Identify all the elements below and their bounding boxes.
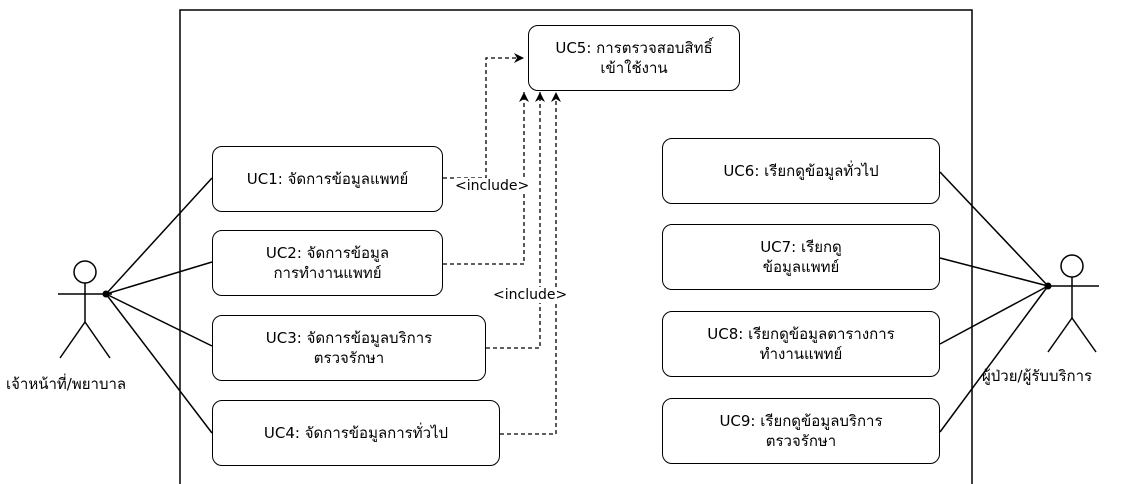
uc2-line-1: UC2: จัดการข้อมูล	[265, 244, 390, 262]
use-case-uc4[interactable]: UC4: จัดการข้อมูลการทั่วไป	[212, 400, 500, 466]
patient-actor-label: ผู้ป่วย/ผู้รับบริการ	[982, 367, 1093, 385]
use-case-uc1[interactable]: UC1: จัดการข้อมูลแพทย์	[212, 146, 443, 212]
include-edge-uc3	[486, 92, 545, 349]
use-case-uc9[interactable]: UC9: เรียกดูข้อมูลบริการตรวจรักษา	[662, 398, 940, 464]
patient-actor-figure	[1045, 254, 1099, 353]
uc5-line-1: UC5: การตรวจสอบสิทธิ์	[555, 39, 713, 57]
use-case-uc8[interactable]: UC8: เรียกดูข้อมูลตารางการทำงานแพทย์	[662, 311, 940, 377]
uc3-line-1: UC3: จัดการข้อมูลบริการ	[265, 329, 433, 347]
include-edge-uc4	[500, 92, 561, 435]
uc9-line-2: ตรวจรักษา	[765, 432, 837, 450]
include-label-1: <include>	[455, 178, 530, 194]
uc9-line-1: UC9: เรียกดูข้อมูลบริการ	[719, 412, 883, 430]
staff-actor-label: เจ้าหน้าที่/พยาบาล	[6, 375, 127, 393]
use-case-uc3[interactable]: UC3: จัดการข้อมูลบริการตรวจรักษา	[212, 315, 486, 381]
patient-associations	[939, 171, 1049, 433]
uc5-line-2: เข้าใช้งาน	[600, 59, 668, 77]
uc7-line-2: ข้อมูลแพทย์	[762, 258, 840, 276]
uc3-line-2: ตรวจรักษา	[313, 349, 385, 367]
patient-association-hub	[1044, 282, 1052, 290]
use-case-uc7[interactable]: UC7: เรียกดูข้อมูลแพทย์	[662, 224, 940, 290]
uc4-line-1: UC4: จัดการข้อมูลการทั่วไป	[263, 424, 449, 442]
staff-actor-figure	[58, 260, 112, 359]
use-case-uc2[interactable]: UC2: จัดการข้อมูลการทำงานแพทย์	[212, 230, 443, 296]
use-case-uc5[interactable]: UC5: การตรวจสอบสิทธิ์เข้าใช้งาน	[528, 25, 740, 91]
include-label-2: <include>	[493, 287, 568, 303]
uc6-line-1: UC6: เรียกดูข้อมูลทั่วไป	[723, 162, 879, 180]
include-edge-uc1	[443, 53, 524, 179]
uc2-line-2: การทำงานแพทย์	[273, 264, 382, 282]
uc8-line-1: UC8: เรียกดูข้อมูลตารางการ	[707, 325, 895, 343]
include-edge-uc2	[443, 92, 529, 265]
staff-associations	[105, 177, 213, 434]
uc8-line-2: ทำงานแพทย์	[759, 345, 843, 363]
uc7-line-1: UC7: เรียกดู	[760, 238, 842, 256]
staff-association-hub	[102, 290, 110, 298]
use-case-uc6[interactable]: UC6: เรียกดูข้อมูลทั่วไป	[662, 138, 940, 204]
system-boundary	[179, 9, 973, 484]
uc1-line-1: UC1: จัดการข้อมูลแพทย์	[246, 170, 409, 188]
